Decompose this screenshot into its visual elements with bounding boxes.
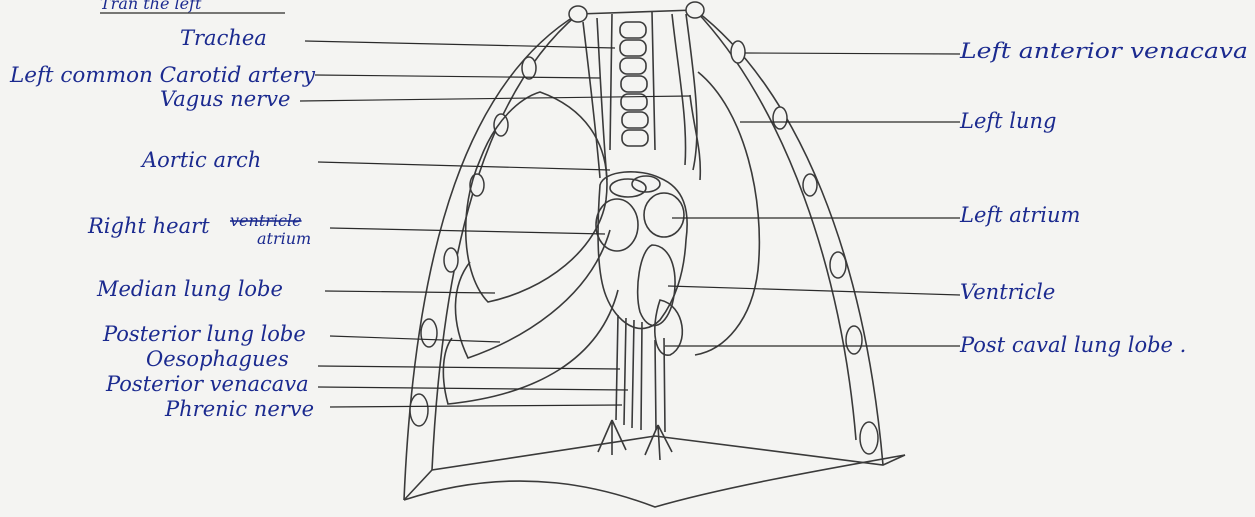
right-cage-outer	[695, 10, 883, 465]
label-median-lung-lobe: Median lung lobe	[96, 277, 283, 301]
rib-cross-section	[421, 319, 437, 347]
rib-cross-section	[444, 248, 458, 272]
carotid-artery-wall	[583, 22, 600, 178]
label-left-anterior-venacava: Left anterior venacava	[959, 39, 1248, 63]
rib-cross-section	[686, 2, 704, 18]
cage-top	[578, 10, 695, 14]
rib-cross-section	[410, 394, 428, 426]
leader-lines	[300, 41, 960, 407]
label-aortic-arch: Aortic arch	[140, 148, 261, 172]
median-lung-lobe	[455, 230, 610, 358]
label-right-heart: Right heart	[87, 214, 210, 238]
right-cage-inner	[695, 10, 856, 440]
rib-cross-section	[846, 326, 862, 354]
label-left-lung: Left lung	[959, 109, 1056, 133]
label-posterior-lung-lobe: Posterior lung lobe	[102, 322, 306, 346]
label-phrenic-nerve: Phrenic nerve	[164, 397, 314, 421]
aortic-arch-vessel	[610, 179, 646, 197]
rib-cross-section	[569, 6, 587, 22]
label-trachea: Trachea	[180, 26, 267, 50]
label-left-atrium: Left atrium	[959, 203, 1080, 227]
label-vagus-nerve: Vagus nerve	[160, 87, 290, 111]
anterior-venacava	[672, 14, 686, 165]
label-left-common-carotid: Left common Carotid artery	[9, 63, 316, 87]
rib-cross-section	[470, 174, 484, 196]
label-posterior-venacava: Posterior venacava	[105, 372, 309, 396]
right-lung-upper	[466, 92, 607, 302]
posterior-lung-lobe	[443, 290, 618, 404]
left-cage-outer	[404, 14, 578, 500]
label-ventricle: Ventricle	[960, 280, 1055, 304]
phrenic-nerve-branch	[598, 420, 626, 455]
anterior-venacava-wall	[686, 14, 697, 170]
rib-cross-section	[773, 107, 787, 129]
left-atrium	[644, 193, 684, 237]
rib-cross-section	[830, 252, 846, 278]
rib-cross-section	[731, 41, 745, 63]
left-lung	[695, 72, 759, 355]
header-text: Tran the left	[100, 0, 202, 13]
label-right-heart-atrium: atrium	[257, 229, 311, 248]
rib-cross-section	[860, 422, 878, 454]
label-right-heart-struck: ventricle	[230, 211, 302, 230]
left-cage-inner	[432, 14, 578, 470]
right-atrium	[596, 199, 638, 251]
label-post-caval-lung-lobe: Post caval lung lobe .	[959, 333, 1186, 357]
rib-cross-section	[494, 114, 508, 136]
rib-cross-section	[522, 57, 536, 79]
vagus-nerve-line	[690, 95, 700, 180]
oesophagus-lines	[616, 315, 642, 430]
rib-cross-section	[803, 174, 817, 196]
trachea-drawing	[610, 12, 655, 150]
phrenic-nerve-branch	[645, 425, 672, 460]
label-oesophagus: Oesophagues	[146, 347, 289, 371]
